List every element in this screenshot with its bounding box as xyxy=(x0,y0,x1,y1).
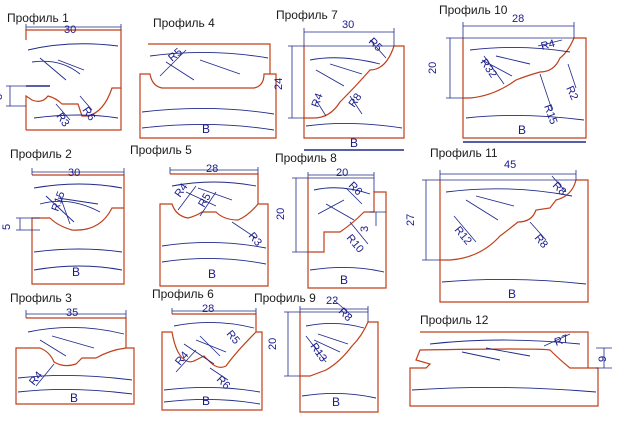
profile-12-dim-height: 9 xyxy=(597,356,609,362)
profile-5-bottom-label: B xyxy=(208,267,216,281)
profile-7: Профиль 7 30 R5 24 R4 R8 B xyxy=(273,8,405,151)
profile-10-dim-height: 20 xyxy=(427,62,439,74)
profile-6-bottom-label: B xyxy=(202,394,210,408)
profile-11-title: Профиль 11 xyxy=(430,146,498,160)
profile-1-title: Профиль 1 xyxy=(7,11,69,25)
profile-3: Профиль 3 35 R4 B xyxy=(10,291,135,405)
profile-7-dim-r4: R4 xyxy=(310,92,326,109)
profile-11-dim-height: 27 xyxy=(405,214,417,226)
profile-6-dim-r4: R4 xyxy=(173,349,191,367)
profile-7-bottom-label: B xyxy=(350,136,358,150)
profile-7-dim-r5: R5 xyxy=(366,36,384,54)
profile-5-dim-r5: R5 xyxy=(196,191,213,209)
profile-8-bottom-label: B xyxy=(340,273,348,287)
profile-12-outline xyxy=(409,331,599,407)
profile-9-outline xyxy=(299,312,379,413)
profile-9-dim-width: 22 xyxy=(326,295,338,307)
profile-9-bottom-label: B xyxy=(332,395,340,409)
profile-5: Профиль 5 28 R4 R5 R3 B xyxy=(130,143,269,287)
profile-1-outline xyxy=(25,29,122,130)
profile-1-dim-height: 8 xyxy=(0,94,5,100)
profile-11-outline xyxy=(439,179,589,303)
profile-5-title: Профиль 5 xyxy=(130,143,192,157)
profile-7-outline xyxy=(303,45,405,139)
profile-7-dim-height: 24 xyxy=(273,78,285,90)
profile-5-outline xyxy=(159,173,269,287)
profile-3-bottom-label: B xyxy=(70,391,78,405)
profile-11-dim-width: 45 xyxy=(504,159,516,171)
profile-4-outline xyxy=(139,43,277,139)
profile-11-dim-r8-mid: R8 xyxy=(532,232,550,250)
profile-8-dim-width: 20 xyxy=(336,167,348,179)
profile-6-outline xyxy=(161,313,263,411)
profile-11-dim-r12: R12 xyxy=(452,224,474,247)
profile-8-dim-r6: R6 xyxy=(346,180,364,198)
profile-10-bottom-label: B xyxy=(518,123,526,137)
profile-11: Профиль 11 45 R8 27 R12 R8 B xyxy=(405,146,589,303)
profile-6-dim-width: 28 xyxy=(202,303,214,315)
profile-8-dim-step: 3 xyxy=(359,226,371,232)
profile-2-bottom-label: B xyxy=(72,265,80,279)
profile-3-dim-width: 35 xyxy=(66,307,78,319)
profile-1-dim-r3: R3 xyxy=(54,111,72,129)
profile-8-dim-height: 20 xyxy=(275,208,287,220)
profile-10-dim-width: 28 xyxy=(512,13,524,25)
profile-4-bottom-label: B xyxy=(202,122,210,136)
profile-12-title: Профиль 12 xyxy=(420,313,489,327)
profile-10: Профиль 10 28 R4 R32 20 R15 R2 B xyxy=(427,3,587,143)
profile-10-title: Профиль 10 xyxy=(439,3,508,17)
profile-10-dim-r15: R15 xyxy=(541,103,559,126)
profile-4-dim-r5: R5 xyxy=(166,46,184,64)
profile-11-bottom-label: B xyxy=(508,287,516,301)
profile-10-dim-r32: R32 xyxy=(478,57,499,80)
profile-10-dim-r4: R4 xyxy=(540,38,557,53)
profile-1-dim-width: 30 xyxy=(64,24,76,36)
profile-9-dim-r13: R13 xyxy=(308,341,329,364)
profile-8: Профиль 8 20 R6 20 3 R10 B xyxy=(275,151,387,289)
profile-7-dim-width: 30 xyxy=(342,19,354,31)
profile-3-title: Профиль 3 xyxy=(10,291,72,305)
profile-9-dim-r8: R8 xyxy=(336,306,354,324)
profile-2-dim-height: 5 xyxy=(1,224,13,230)
profile-1: Профиль 1 30 8 R3 R6 xyxy=(0,11,122,131)
profile-3-outline xyxy=(15,317,135,405)
profile-5-dim-width: 28 xyxy=(206,163,218,175)
profile-7-title: Профиль 7 xyxy=(276,8,338,22)
profile-2-dim-width: 30 xyxy=(68,167,80,179)
profile-8-title: Профиль 8 xyxy=(275,151,337,165)
profile-7-dim-r8: R8 xyxy=(347,91,365,109)
profile-3-dim-r4: R4 xyxy=(27,369,45,387)
profile-2: Профиль 2 30 5 R15 B xyxy=(1,147,125,285)
profile-2-title: Профиль 2 xyxy=(10,147,72,161)
profile-6-title: Профиль 6 xyxy=(152,287,214,301)
profile-4: Профиль 4 R5 B xyxy=(139,16,277,139)
profile-10-outline xyxy=(462,37,587,139)
profile-12: Профиль 12 R7 9 xyxy=(409,313,612,407)
profile-2-outline xyxy=(31,174,125,285)
profile-9: Профиль 9 22 R8 20 R13 B xyxy=(254,291,379,413)
profile-8-outline xyxy=(307,178,387,289)
profile-4-title: Профиль 4 xyxy=(153,16,215,30)
profile-6: Профиль 6 28 R5 R4 R6 B xyxy=(152,287,263,411)
profile-6-dim-r5: R5 xyxy=(224,328,242,346)
profile-1-dim-r6: R6 xyxy=(80,105,98,123)
profile-9-dim-height: 20 xyxy=(267,338,279,350)
profile-10-dim-r2: R2 xyxy=(563,84,580,102)
profile-9-title: Профиль 9 xyxy=(254,291,316,305)
profile-6-dim-r6: R6 xyxy=(214,374,232,392)
profile-12-dim-r7: R7 xyxy=(553,333,570,349)
profile-8-dim-r10: R10 xyxy=(344,232,366,255)
